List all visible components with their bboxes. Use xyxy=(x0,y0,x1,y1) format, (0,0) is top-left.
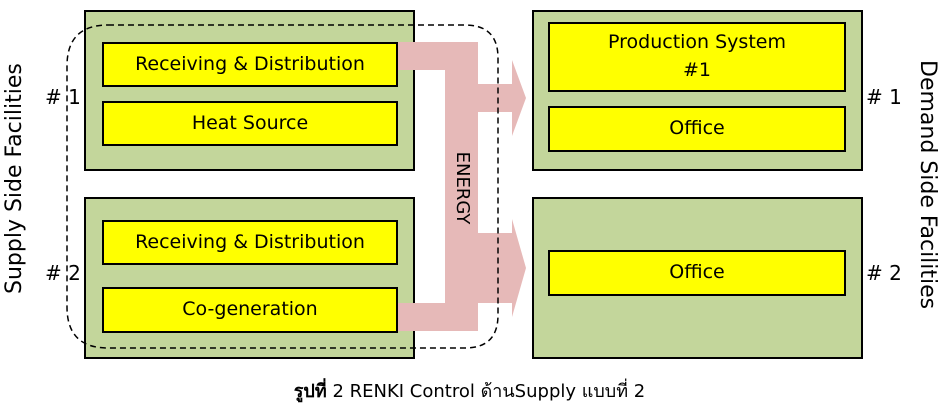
demand-number-1: # 1 xyxy=(866,85,902,109)
demand1-production-system-box: Production System #1 xyxy=(548,22,846,92)
figure-caption: รูปที่ 2 RENKI Control ด้านSupply แบบที่… xyxy=(0,376,939,405)
supply1-heat-source-box: Heat Source xyxy=(102,101,398,146)
supply2-cogeneration-box: Co-generation xyxy=(102,287,398,333)
energy-label: ENERGY xyxy=(452,151,473,225)
demand1-office-box: Office xyxy=(548,106,846,152)
caption-text: 2 RENKI Control ด้านSupply แบบที่ 2 xyxy=(326,381,646,402)
energy-arrow xyxy=(398,42,526,331)
supply1-receiving-distribution-box: Receiving & Distribution xyxy=(102,42,398,87)
supply-number-1: # 1 xyxy=(45,85,81,109)
dashed-boundary xyxy=(66,24,499,349)
demand2-office-box: Office xyxy=(548,250,846,296)
caption-prefix: รูปที่ xyxy=(293,381,327,402)
demand-number-2: # 2 xyxy=(866,261,902,285)
supply2-receiving-distribution-box: Receiving & Distribution xyxy=(102,220,398,265)
supply-number-2: # 2 xyxy=(45,261,81,285)
